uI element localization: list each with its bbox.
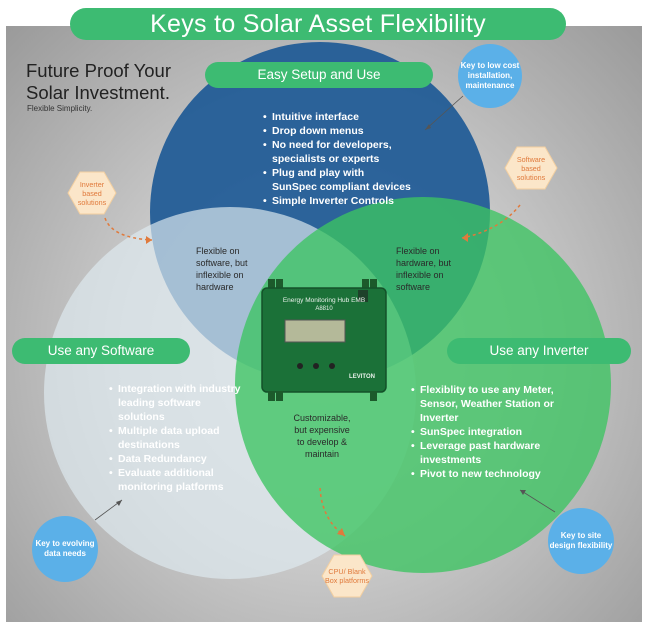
callout-text: Key to low cost installation, maintenanc…	[460, 61, 520, 90]
bullet-item: Data Redundancy	[109, 452, 248, 466]
tagline-line-1: Future Proof Your	[26, 60, 172, 81]
overlap-top-right: Flexible on hardware, but inflexible on …	[396, 246, 452, 292]
bullet-item: Drop down menus	[263, 124, 412, 138]
page-title: Keys to Solar Asset Flexibility	[70, 8, 566, 40]
hex-cpu-blank-box	[321, 554, 373, 598]
bullets-use-any-inverter: Flexiblity to use any Meter, Sensor, Wea…	[410, 383, 560, 481]
hex-software-based	[504, 146, 558, 190]
callout-text: Key to evolving data needs	[35, 539, 95, 558]
hex-inverter-based	[67, 171, 117, 215]
bullet-item: Multiple data upload destinations	[109, 424, 248, 452]
bullet-item: Integration with industry leading softwa…	[109, 382, 248, 424]
bullet-item: Pivot to new technology	[411, 467, 560, 481]
monitoring-hub-device	[261, 279, 387, 401]
bullet-item: Intuitive interface	[263, 110, 412, 124]
hex-text-software: Software based solutions	[516, 154, 546, 182]
bullet-item: Evaluate additional monitoring platforms	[109, 466, 248, 494]
arrow-low-cost	[424, 95, 464, 131]
callout-low-cost: Key to low cost installation, maintenanc…	[458, 44, 522, 108]
callout-site-design: Key to site design flexibility	[548, 508, 614, 574]
tagline-line-2: Solar Investment.	[26, 82, 170, 103]
device-model: A8810	[315, 306, 333, 312]
overlap-top-left: Flexible on software, but inflexible on …	[196, 246, 248, 292]
device-name: Energy Monitoring Hub EMB	[282, 297, 366, 304]
bullet-item: SunSpec integration	[411, 425, 560, 439]
bullets-easy-setup: Intuitive interface Drop down menus No n…	[262, 110, 412, 208]
dashed-arrow-inverter	[104, 217, 153, 241]
label-use-any-software: Use any Software	[12, 338, 190, 364]
bullet-item: No need for developers, specialists or e…	[263, 138, 412, 166]
callout-text: Key to site design flexibility	[549, 531, 613, 550]
bullets-use-any-software: Integration with industry leading softwa…	[108, 382, 248, 494]
arrow-site-design	[519, 489, 556, 513]
tagline-subtitle: Flexible Simplicity.	[27, 104, 93, 113]
bullet-item: Simple Inverter Controls	[263, 194, 412, 208]
bullet-item: Flexiblity to use any Meter, Sensor, Wea…	[411, 383, 560, 425]
hex-text-cpu: CPU/ Blank Box platforms	[325, 567, 369, 585]
dashed-arrow-software	[461, 204, 521, 239]
bullet-item: Plug and play with SunSpec compliant dev…	[263, 166, 412, 194]
bullet-item: Leverage past hardware investments	[411, 439, 560, 467]
label-use-any-inverter: Use any Inverter	[447, 338, 631, 364]
label-easy-setup: Easy Setup and Use	[205, 62, 433, 88]
overlap-bottom: Customizable, but expensive to develop &…	[293, 413, 351, 459]
callout-evolving-data: Key to evolving data needs	[32, 516, 98, 582]
device-brand: LEVITON	[349, 374, 375, 380]
hex-text-inverter: Inverter based solutions	[77, 179, 107, 207]
